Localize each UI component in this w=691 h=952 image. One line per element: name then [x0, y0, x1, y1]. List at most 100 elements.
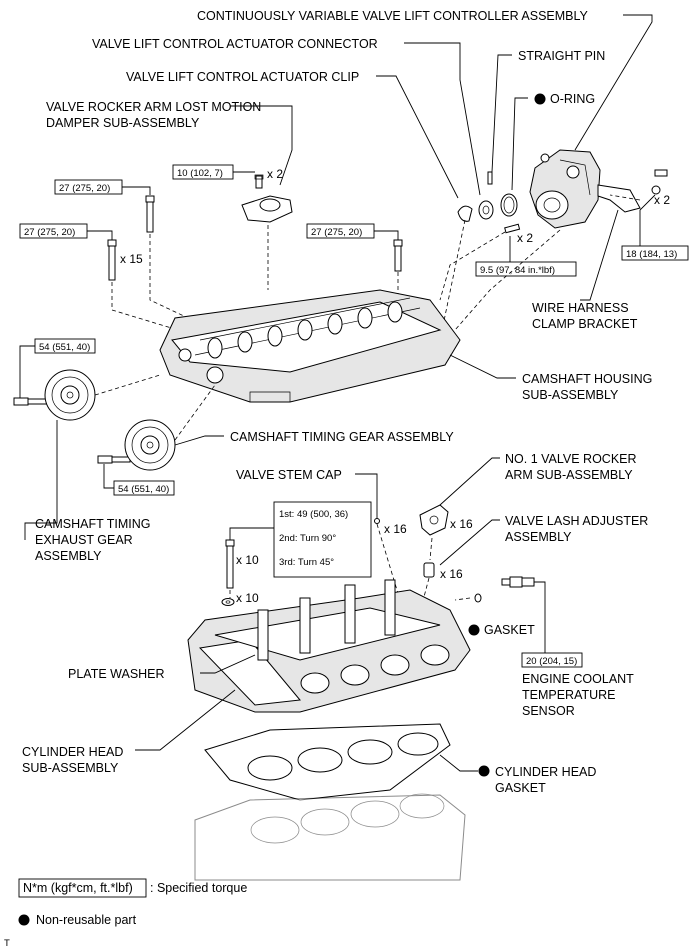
leader-cylinder-head — [135, 689, 236, 751]
label-head-gasket-1: CYLINDER HEAD — [495, 765, 596, 779]
leader-stem-cap — [355, 473, 378, 518]
leader-camshaft-housing — [449, 354, 516, 379]
cvvl-controller-assembly — [529, 149, 601, 229]
qty-plate-washers: x 10 — [236, 591, 259, 605]
torque-intake-gear: 54 (551, 40) — [118, 484, 169, 495]
torque-box-coolant-sensor — [521, 652, 583, 668]
actuator-connector — [478, 200, 494, 220]
leader-connector — [404, 42, 481, 196]
engine-block — [194, 793, 466, 881]
torque-stud: 9.5 (97, 84 in.*lbf) — [480, 265, 555, 276]
qty-head-bolts: x 10 — [236, 553, 259, 567]
label-plate-washer: PLATE WASHER — [68, 667, 165, 681]
label-cvvl-controller: CONTINUOUSLY VARIABLE VALVE LIFT CONTROL… — [197, 9, 589, 23]
torque-coolant-sensor: 20 (204, 15) — [526, 656, 577, 667]
controller-bolts — [651, 169, 668, 195]
leader-rocker-arm — [439, 457, 500, 506]
label-straight-pin: STRAIGHT PIN — [518, 49, 605, 63]
leader-o-ring — [511, 97, 528, 191]
label-exhaust-gear-3: ASSEMBLY — [35, 549, 102, 563]
non-reusable-icon — [18, 914, 30, 926]
legend-torque-text: : Specified torque — [150, 881, 247, 895]
housing-bolts-left — [107, 195, 155, 281]
leader-coolant-sensor — [534, 581, 546, 653]
label-gasket: GASKET — [484, 623, 535, 637]
leader-head-gasket — [439, 754, 478, 772]
torque-damper: 10 (102, 7) — [177, 168, 223, 179]
torque-box-head-bolt — [273, 501, 372, 578]
label-actuator-connector: VALVE LIFT CONTROL ACTUATOR CONNECTOR — [92, 37, 378, 51]
housing-bolt-right — [393, 239, 403, 272]
camshaft-timing-gear — [97, 419, 176, 471]
non-reusable-icon — [478, 765, 490, 777]
legend-torque-format: N*m (kgf*cm, ft.*lbf) — [23, 881, 133, 895]
cylinder-head-gasket — [204, 723, 451, 801]
torque-box-controller — [621, 245, 689, 261]
qty-controller-bolts: x 2 — [654, 193, 670, 207]
label-timing-gear: CAMSHAFT TIMING GEAR ASSEMBLY — [230, 430, 454, 444]
qty-rocker-arms: x 16 — [450, 517, 473, 531]
stud-bolt — [504, 223, 521, 234]
label-lash-adjuster-2: ASSEMBLY — [505, 530, 572, 544]
label-cylinder-head-1: CYLINDER HEAD — [22, 745, 123, 759]
qty-stem-caps: x 16 — [384, 522, 407, 536]
torque-head-step3: 3rd: Turn 45° — [279, 557, 334, 568]
cylinder-head — [187, 579, 471, 713]
label-coolant-sensor-1: ENGINE COOLANT — [522, 672, 634, 686]
torque-box-stud — [475, 261, 577, 277]
label-exhaust-gear-1: CAMSHAFT TIMING — [35, 517, 151, 531]
leader-timing-gear — [174, 435, 224, 446]
leader-exhaust-gear — [24, 420, 58, 540]
label-exhaust-gear-2: EXHAUST GEAR — [35, 533, 133, 547]
qty-studs: x 2 — [517, 231, 533, 245]
leader-straight-pin — [491, 54, 512, 173]
straight-pin — [487, 171, 493, 185]
label-lash-adjuster-1: VALVE LASH ADJUSTER — [505, 514, 648, 528]
label-rocker-arm-2: ARM SUB-ASSEMBLY — [505, 468, 633, 482]
label-coolant-sensor-3: SENSOR — [522, 704, 575, 718]
valve-stem-cap — [374, 518, 380, 524]
label-wire-harness-2: CLAMP BRACKET — [532, 317, 638, 331]
qty-housing-bolts: x 15 — [120, 252, 143, 266]
wire-harness-clamp-bracket — [597, 184, 641, 213]
o-ring — [500, 193, 518, 217]
label-wire-harness-1: WIRE HARNESS — [532, 301, 629, 315]
lash-adjuster — [423, 562, 435, 578]
torque-head-step2: 2nd: Turn 90° — [279, 533, 336, 544]
label-camshaft-housing-1: CAMSHAFT HOUSING — [522, 372, 652, 386]
leader-damper — [230, 105, 293, 186]
head-bolt — [225, 539, 235, 589]
torque-left-upper: 27 (275, 20) — [59, 183, 110, 194]
label-camshaft-housing-2: SUB-ASSEMBLY — [522, 388, 619, 402]
corner-mark: T — [4, 938, 10, 949]
qty-damper: x 2 — [267, 167, 283, 181]
label-rocker-arm-1: NO. 1 VALVE ROCKER — [505, 452, 637, 466]
camshaft-housing — [159, 289, 461, 403]
torque-left-lower: 27 (275, 20) — [24, 227, 75, 238]
leader-clip — [376, 75, 459, 199]
label-lost-motion-2: DAMPER SUB-ASSEMBLY — [46, 116, 200, 130]
torque-right: 27 (275, 20) — [311, 227, 362, 238]
sensor-gasket — [474, 593, 482, 603]
non-reusable-icon — [534, 93, 546, 105]
label-lost-motion-1: VALVE ROCKER ARM LOST MOTION — [46, 100, 261, 114]
torque-head-step1: 1st: 49 (500, 36) — [279, 509, 348, 520]
legend-non-reusable: Non-reusable part — [36, 913, 137, 927]
legend-torque-box — [18, 878, 147, 898]
coolant-temperature-sensor — [501, 576, 535, 588]
label-head-gasket-2: GASKET — [495, 781, 546, 795]
torque-controller: 18 (184, 13) — [626, 249, 677, 260]
plate-washer — [221, 598, 235, 606]
non-reusable-icon — [468, 624, 480, 636]
label-cylinder-head-2: SUB-ASSEMBLY — [22, 761, 119, 775]
leader-wire-harness — [580, 209, 619, 301]
lost-motion-damper — [241, 174, 293, 223]
label-actuator-clip: VALVE LIFT CONTROL ACTUATOR CLIP — [126, 70, 359, 84]
actuator-clip — [457, 205, 473, 222]
leader-plate-washer — [200, 654, 256, 674]
torque-exhaust-gear: 54 (551, 40) — [39, 342, 90, 353]
label-o-ring: O-RING — [550, 92, 595, 106]
qty-lash-adjusters: x 16 — [440, 567, 463, 581]
camshaft-timing-exhaust-gear — [13, 369, 96, 421]
